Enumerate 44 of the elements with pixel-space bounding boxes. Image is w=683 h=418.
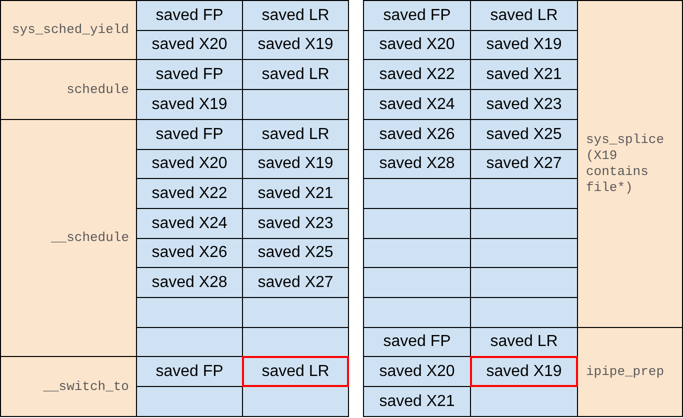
stack-slot: saved X27 (242, 267, 349, 298)
stack-slot: saved FP (136, 119, 243, 150)
stack-slot: saved FP (363, 327, 471, 357)
stack-frame-band: schedule (0, 59, 137, 120)
stack-slot: saved X19 (242, 149, 349, 179)
stack-slot: saved X20 (136, 30, 243, 60)
stack-frame-band: __switch_to (0, 356, 137, 417)
stack-slot: saved X20 (363, 356, 471, 387)
stack-slot: saved LR (242, 59, 349, 90)
stack-slot: saved X26 (363, 119, 471, 150)
stack-slot: saved X22 (363, 59, 471, 90)
stack-slot: saved X23 (470, 89, 578, 120)
stack-slot: saved LR (470, 327, 578, 357)
stack-slot: saved X20 (363, 30, 471, 60)
stack-slot: saved X28 (363, 149, 471, 179)
stack-frame-band: sys_splice (X19 contains file*) (577, 0, 683, 328)
stack-slot: saved FP (136, 59, 243, 90)
stack-slot: saved X19 (470, 30, 578, 60)
stack-slot: saved LR (242, 0, 349, 31)
highlighted-stack-slot: saved LR (242, 356, 349, 387)
stack-slot: saved X19 (242, 30, 349, 60)
stack-slot: saved X21 (363, 386, 471, 417)
stack-slot: saved X19 (136, 89, 243, 120)
stack-slot: saved LR (242, 119, 349, 150)
stack-frame-band: sys_sched_yield (0, 0, 137, 60)
stack-slot: saved X22 (136, 178, 243, 209)
stack-slot: saved X26 (136, 238, 243, 268)
stack-slot: saved X21 (470, 59, 578, 90)
stack-frame-band: ipipe_prep (577, 327, 683, 417)
stack-frame-band: __schedule (0, 119, 137, 357)
stack-slot: saved X21 (242, 178, 349, 209)
stack-slot: saved FP (136, 356, 243, 387)
stack-slot: saved X23 (242, 208, 349, 239)
stack-slot: saved X24 (136, 208, 243, 239)
stack-slot: saved X25 (242, 238, 349, 268)
stack-slot: saved LR (470, 0, 578, 31)
stack-slot: saved FP (363, 0, 471, 31)
stack-slot: saved X24 (363, 89, 471, 120)
stack-slot: saved X20 (136, 149, 243, 179)
stack-slot: saved X28 (136, 267, 243, 298)
stack-slot: saved FP (136, 0, 243, 31)
stack-slot: saved X27 (470, 149, 578, 179)
stack-slot: saved X25 (470, 119, 578, 150)
highlighted-stack-slot: saved X19 (470, 356, 578, 387)
